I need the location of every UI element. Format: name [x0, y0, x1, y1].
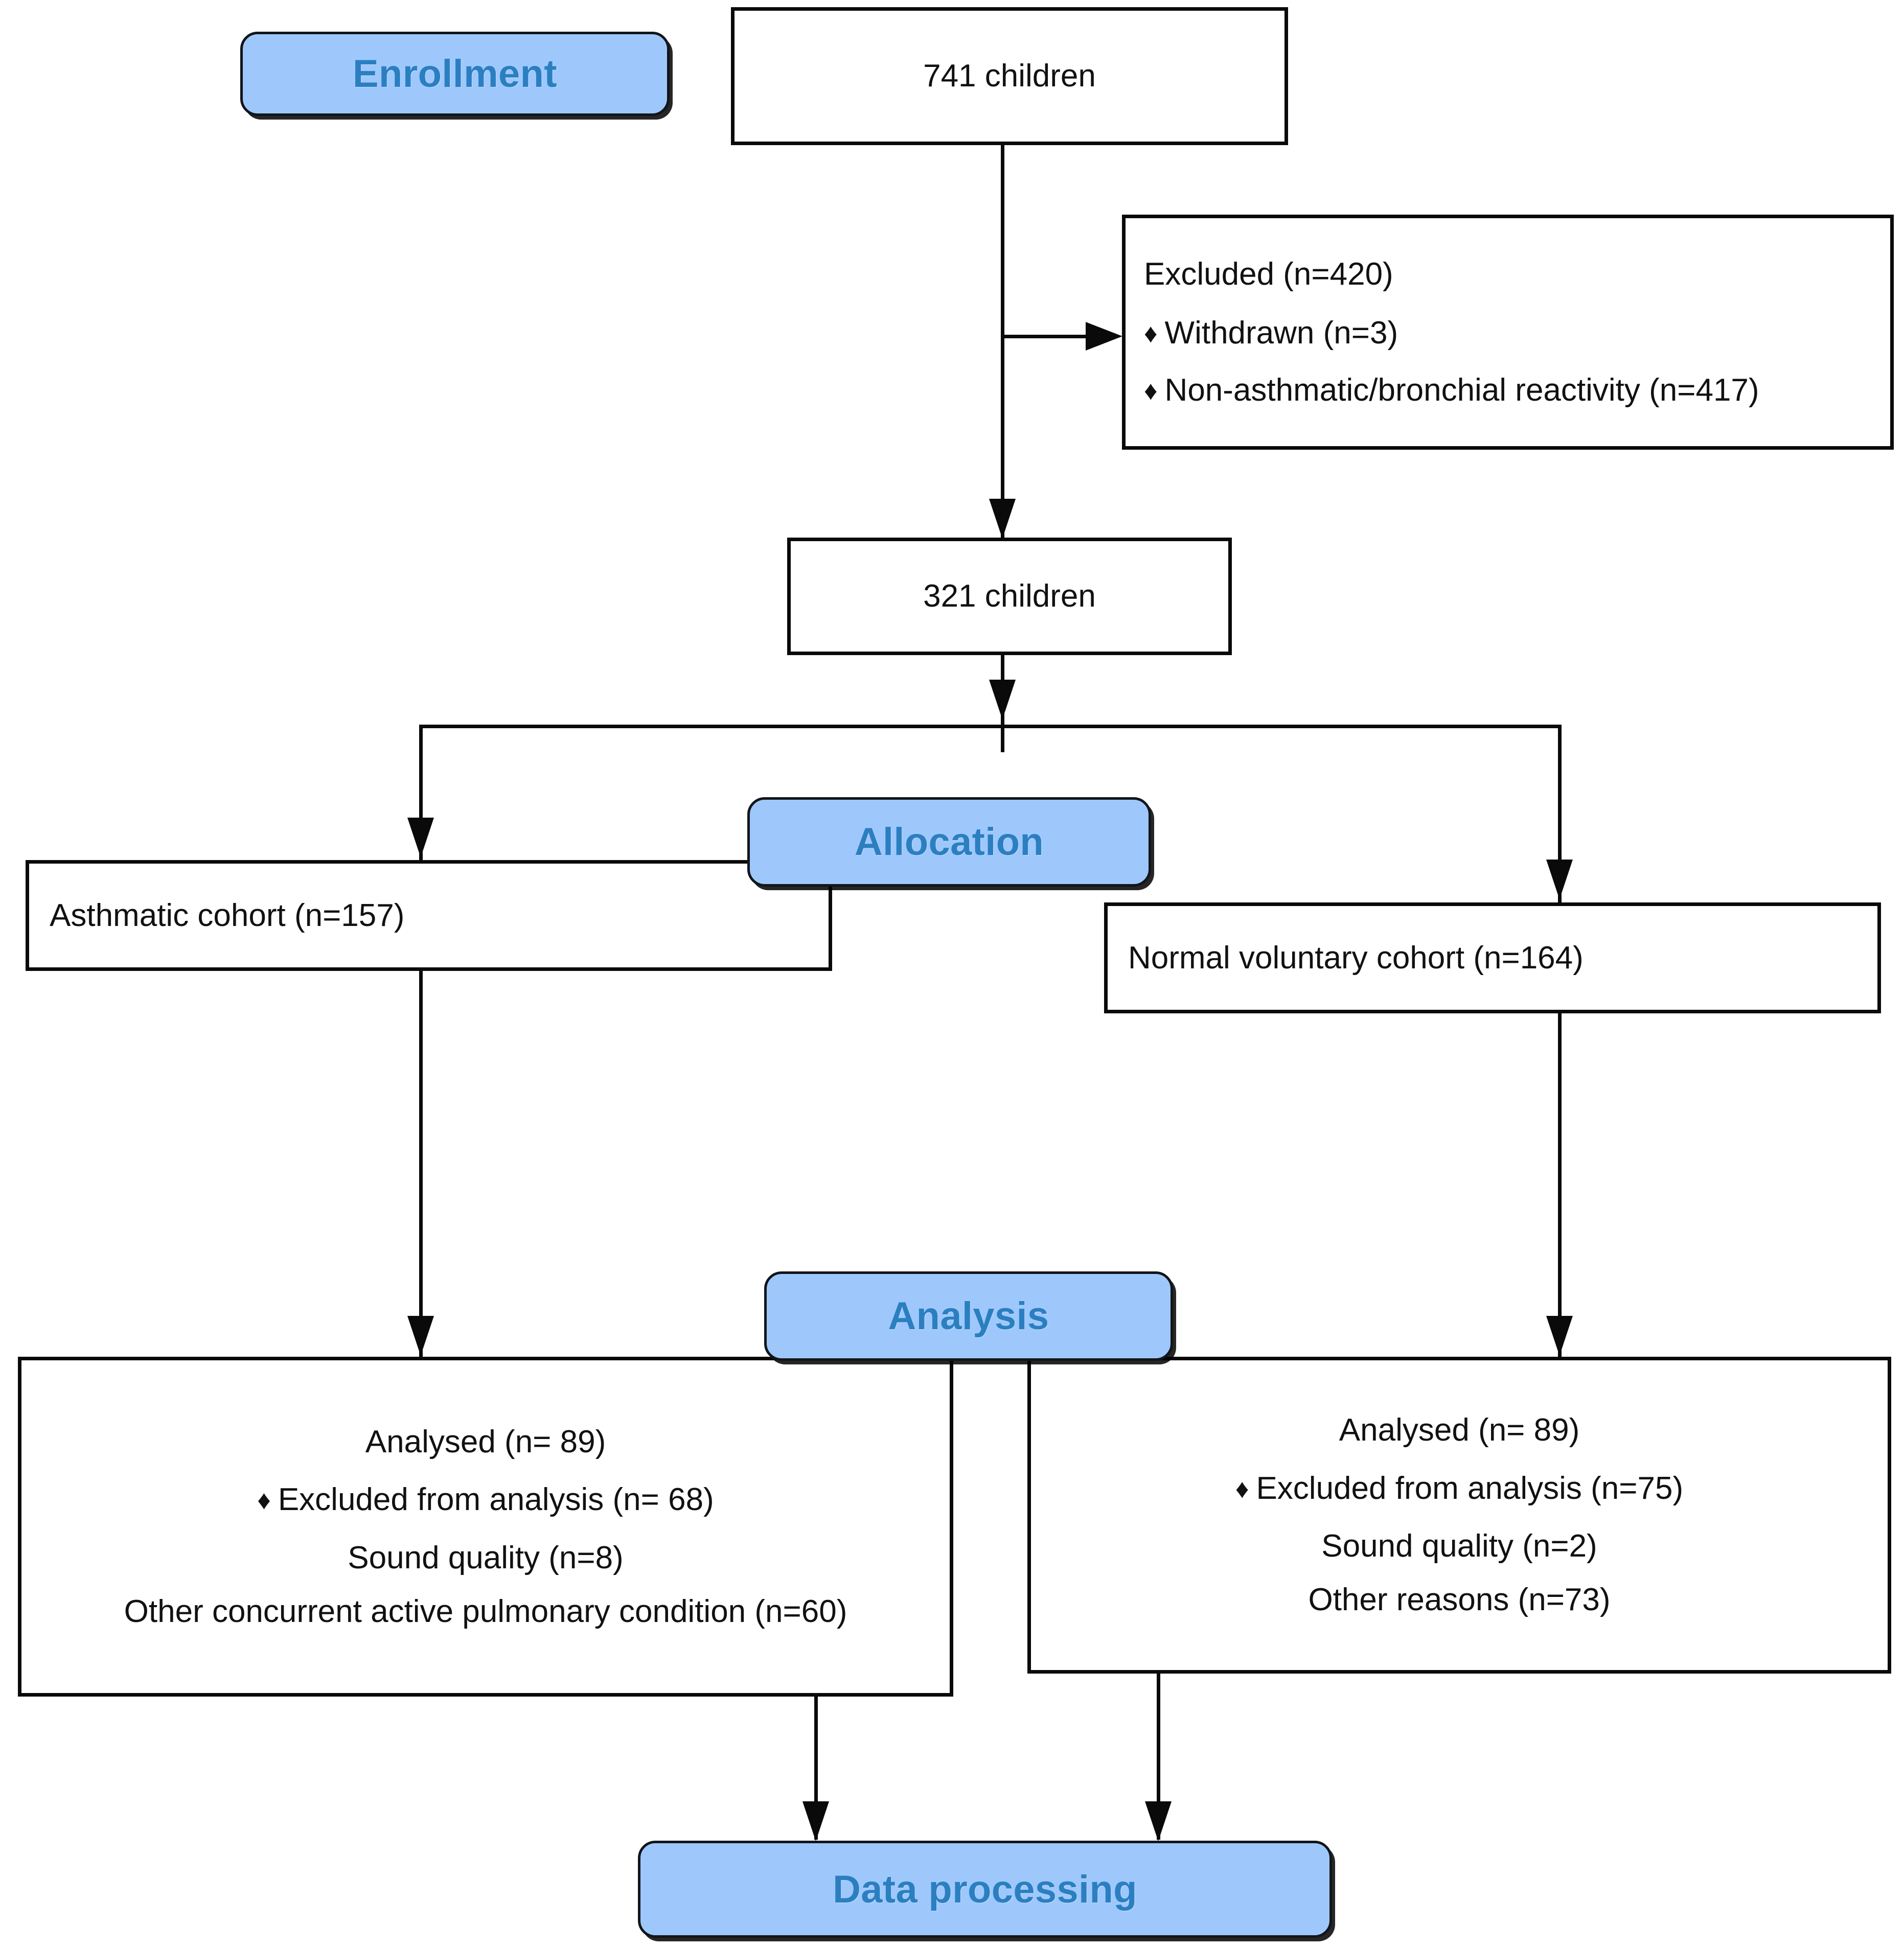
node-analysis-left-reason-1: Other concurrent active pulmonary condit… — [124, 1593, 847, 1629]
node-excluded-item-0-text: Withdrawn (n=3) — [1164, 315, 1398, 351]
node-analysis-left-reason-0: Sound quality (n=8) — [348, 1540, 624, 1575]
node-eligible: 321 children — [787, 538, 1232, 655]
connector-screened-to-eligible — [1001, 145, 1004, 539]
node-analysis-left-analysed: Analysed (n= 89) — [365, 1424, 606, 1459]
node-excluded: Excluded (n=420) ♦Withdrawn (n=3) ♦Non-a… — [1122, 215, 1894, 450]
node-analysis-right-reason-1: Other reasons (n=73) — [1308, 1582, 1611, 1618]
node-analysis-left-excluded-text: Excluded from analysis (n= 68) — [278, 1482, 714, 1518]
node-analysis-right-reason-0: Sound quality (n=2) — [1321, 1528, 1597, 1564]
node-normal-cohort: Normal voluntary cohort (n=164) — [1104, 902, 1881, 1013]
connector-split-right-leg — [1558, 725, 1562, 903]
node-excluded-heading: Excluded (n=420) — [1144, 257, 1393, 292]
connector-to-excluded — [1001, 335, 1088, 338]
stage-label-enrollment-text: Enrollment — [353, 52, 557, 96]
stage-label-allocation: Allocation — [747, 797, 1151, 887]
bullet-icon: ♦ — [1144, 376, 1158, 406]
node-screened: 741 children — [731, 7, 1288, 145]
node-analysis-right-analysed: Analysed (n= 89) — [1339, 1412, 1580, 1448]
node-analysis-left: Analysed (n= 89) ♦Excluded from analysis… — [18, 1357, 953, 1697]
node-analysis-right-excluded-text: Excluded from analysis (n=75) — [1256, 1470, 1684, 1506]
connector-split-left-leg — [419, 725, 423, 863]
arrowhead-normal-cohort — [1546, 860, 1573, 899]
node-normal-cohort-line-1: Normal voluntary cohort (n=164) — [1128, 940, 1584, 976]
connector-asthmatic-to-analysis — [419, 971, 423, 1359]
stage-label-allocation-text: Allocation — [854, 820, 1044, 864]
connector-right-to-data-processing — [1157, 1674, 1160, 1840]
arrowhead-data-processing-left — [802, 1801, 829, 1841]
bullet-icon: ♦ — [1235, 1474, 1249, 1504]
stage-label-data-processing: Data processing — [638, 1841, 1332, 1938]
node-excluded-item-0: ♦Withdrawn (n=3) — [1144, 315, 1872, 351]
arrowhead-data-processing-right — [1145, 1801, 1172, 1841]
arrowhead-to-excluded — [1086, 322, 1122, 351]
arrowhead-split-bar — [989, 680, 1016, 720]
node-analysis-right: Analysed (n= 89) ♦Excluded from analysis… — [1027, 1357, 1891, 1674]
connector-normal-to-analysis — [1558, 1013, 1562, 1360]
stage-label-analysis: Analysis — [764, 1271, 1173, 1361]
node-analysis-left-excluded: ♦Excluded from analysis (n= 68) — [34, 1481, 937, 1518]
node-excluded-item-1: ♦Non-asthmatic/bronchial reactivity (n=4… — [1144, 372, 1872, 408]
arrowhead-analysis-left — [407, 1316, 434, 1356]
stage-label-data-processing-text: Data processing — [833, 1867, 1137, 1911]
node-asthmatic-cohort-line-1: Asthmatic cohort (n=157) — [50, 897, 405, 933]
connector-left-to-data-processing — [814, 1697, 818, 1840]
stage-label-enrollment: Enrollment — [240, 32, 670, 116]
arrowhead-to-eligible — [989, 499, 1016, 539]
arrowhead-analysis-right — [1546, 1316, 1573, 1356]
node-excluded-item-1-text: Non-asthmatic/bronchial reactivity (n=41… — [1164, 372, 1759, 408]
bullet-icon: ♦ — [1144, 319, 1158, 349]
node-asthmatic-cohort: Asthmatic cohort (n=157) — [26, 860, 832, 971]
node-screened-line-1: 741 children — [923, 58, 1096, 94]
stage-label-analysis-text: Analysis — [888, 1294, 1049, 1338]
node-analysis-right-excluded: ♦Excluded from analysis (n=75) — [1043, 1470, 1875, 1506]
connector-split-bar — [419, 725, 1562, 728]
node-eligible-line-1: 321 children — [923, 578, 1096, 614]
arrowhead-asthmatic-cohort — [407, 818, 434, 857]
bullet-icon: ♦ — [257, 1486, 271, 1516]
